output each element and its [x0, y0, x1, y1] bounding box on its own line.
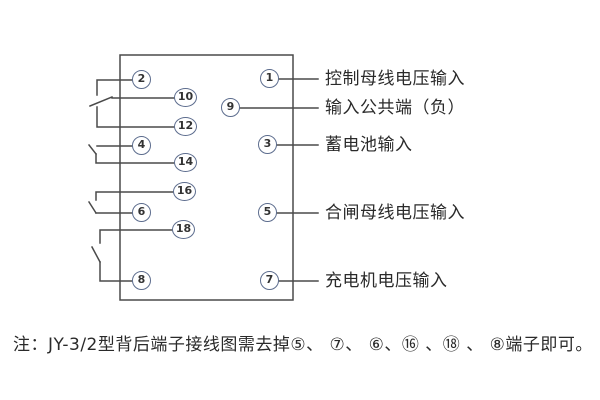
contact-blade-10 — [89, 96, 113, 107]
terminal-7: 7 — [260, 271, 279, 290]
contact-blade-6 — [87, 200, 98, 215]
wire-18 — [99, 229, 174, 244]
contact-blade-14 — [87, 143, 98, 156]
label-charger-voltage-input: 充电机电压输入 — [325, 271, 448, 291]
label-closing-bus-voltage-input: 合闸母线电压输入 — [325, 203, 465, 223]
terminal-8: 8 — [132, 271, 151, 290]
terminal-14: 14 — [174, 153, 197, 172]
terminal-1: 1 — [260, 69, 279, 88]
label-battery-input: 蓄电池输入 — [325, 135, 413, 155]
wire-8 — [99, 261, 134, 282]
label-control-bus-voltage-input: 控制母线电压输入 — [325, 69, 465, 89]
terminal-18: 18 — [172, 220, 195, 239]
wire-12 — [96, 106, 176, 128]
footnote: 注：JY-3/2型背后端子接线图需去掉⑤、 ⑦、 ⑥、⑯ 、⑱ 、 ⑧端子即可。 — [13, 335, 593, 355]
terminal-12: 12 — [174, 117, 197, 136]
contact-blade-8 — [90, 245, 102, 264]
wire-14 — [95, 153, 176, 164]
terminal-3: 3 — [258, 135, 277, 154]
terminal-5: 5 — [258, 203, 277, 222]
wire-16 — [95, 191, 175, 201]
relay-box-outline — [119, 54, 294, 301]
terminal-16: 16 — [173, 182, 196, 201]
terminal-2: 2 — [132, 70, 151, 89]
terminal-4: 4 — [132, 136, 151, 155]
terminal-6: 6 — [132, 203, 151, 222]
label-input-common-negative: 输入公共端（负） — [325, 98, 465, 118]
terminal-9: 9 — [221, 98, 240, 117]
wire-2 — [96, 79, 134, 96]
terminal-10: 10 — [174, 88, 197, 107]
